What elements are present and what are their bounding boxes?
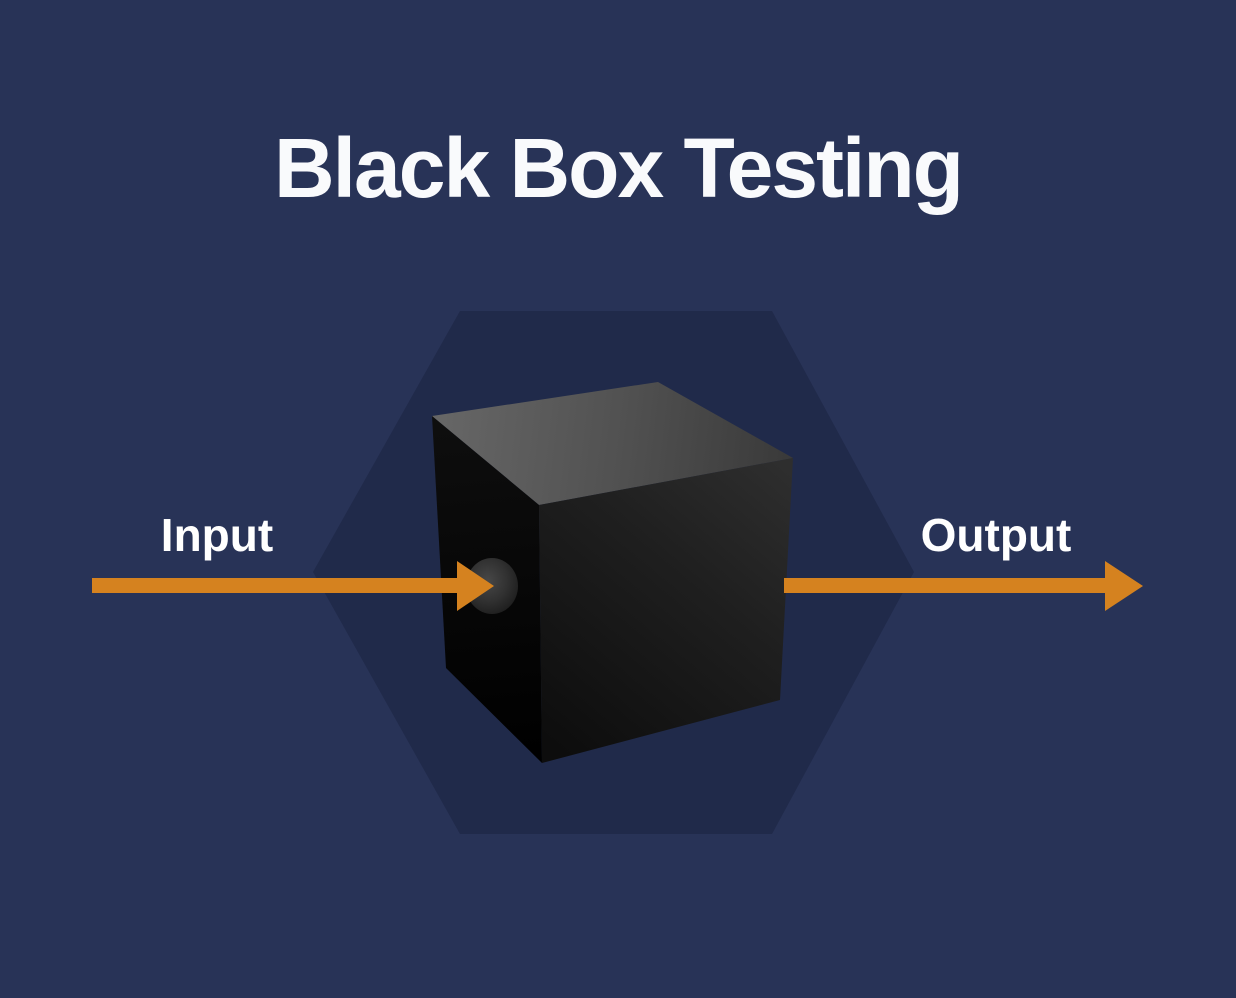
input-arrow-head [457,561,494,611]
output-arrow-head [1105,561,1143,611]
output-arrow-shaft [784,578,1108,593]
input-arrow [92,561,494,611]
black-box-cube [432,382,793,763]
cube-top-face [432,382,793,505]
output-arrow [784,561,1143,611]
input-label: Input [160,509,274,561]
input-arrow-shaft [92,578,460,593]
output-label: Output [920,509,1072,561]
cube-front-face [539,458,793,763]
diagram-title: Black Box Testing [274,121,964,215]
